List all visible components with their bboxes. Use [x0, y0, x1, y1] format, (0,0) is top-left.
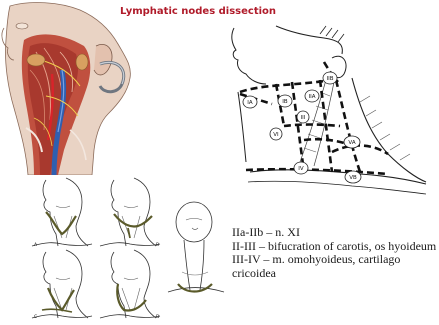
note-line-2: II-III – bifucration of carotis, os hyoi…	[232, 240, 437, 254]
dissection-notes: IIa-IIb – n. XI II-III – bifucration of …	[232, 226, 437, 280]
neck-anatomy-illustration	[0, 0, 160, 175]
level-label-vb: VB	[349, 175, 357, 181]
level-label-va: VA	[348, 140, 355, 146]
level-label-ia: IA	[247, 100, 253, 106]
level-label-ib: IB	[282, 99, 288, 105]
note-line-1: IIa-IIb – n. XI	[232, 226, 437, 240]
level-label-iii: III	[301, 115, 306, 121]
level-label-iv: IV	[298, 166, 304, 172]
neck-levels-diagram: IA IB IIA IIB III IV VA VB VI	[220, 22, 430, 200]
level-label-iib: IIB	[326, 76, 333, 82]
panel-letter-d: D	[156, 314, 160, 320]
level-label-iia: IIA	[308, 94, 315, 100]
panel-letter-c: C	[34, 314, 37, 320]
level-label-vi: VI	[273, 132, 279, 138]
incision-panels-illustration: A B C D	[30, 172, 226, 322]
panel-letter-b: B	[156, 242, 159, 248]
note-line-3: III-IV – m. omohyoideus, cartilago crico…	[232, 253, 437, 280]
